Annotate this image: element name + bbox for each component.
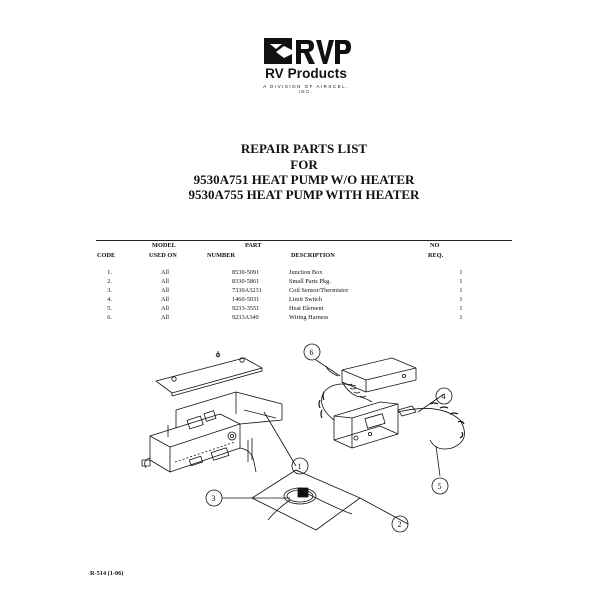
header-part: PART [245,242,262,249]
document-title-line-1: REPAIR PARTS LIST [240,141,368,156]
cell-description: Coil Sensor/Thermistor [289,287,349,294]
cell-model: All [160,278,170,285]
cell-code: 6. [107,314,112,321]
callout-1-label: 1 [298,462,302,471]
rv-products-logo: RV Products A DIVISION OF AIRXCEL, INC. [256,36,356,96]
cell-description: Junction Box [289,269,323,276]
header-req: REQ. [428,252,444,259]
cell-part-number: 1460-5031 [232,296,260,303]
cell-req: 1 [459,278,463,285]
cell-code: 1. [107,269,112,276]
document-title-line-4: 9530A755 HEAT PUMP WITH HEATER [188,187,420,202]
cell-model: All [160,314,170,321]
cell-req: 1 [459,305,463,312]
rvp-logo-mark [264,38,351,64]
document-title-line-3: 9530A751 HEAT PUMP W/O HEATER [193,172,415,187]
sensor-kit-drawing [251,469,361,531]
cell-code: 2. [107,278,112,285]
callout-4-label: 4 [442,392,446,401]
callout-1-circle [291,457,309,475]
cell-part-number: 9233A340 [232,314,259,321]
cell-code: 3. [107,287,112,294]
callout-5-circle [431,477,449,495]
cell-code: 5. [107,305,112,312]
cell-model: All [160,296,170,303]
callout-leaders [222,359,445,525]
header-description: DESCRIPTION [291,252,335,259]
cell-code: 4. [107,296,112,303]
cell-req: 1 [459,296,463,303]
header-no: NO [430,242,440,249]
cell-model: All [160,287,170,294]
document-title-line-2: FOR [290,157,318,172]
heater-element-drawing [318,357,465,450]
logo-brand-text: RV Products [265,66,347,81]
cell-req: 1 [459,269,463,276]
logo-tagline: A DIVISION OF AIRXCEL, INC. [263,84,349,94]
cell-description: Small Parts Pkg. [289,278,331,285]
callout-6-label: 6 [310,348,314,357]
callout-2-label: 2 [398,520,402,529]
header-model: MODEL [152,242,176,249]
cell-description: Heat Element [289,305,324,312]
header-number: NUMBER [207,252,235,259]
cell-part-number: 7330A3231 [232,287,262,294]
header-divider [96,240,512,241]
cell-description: Limit Switch [289,296,323,303]
cell-model: All [160,305,170,312]
cell-part-number: 8330-5861 [232,278,260,285]
callout-3-label: 3 [212,494,216,503]
header-used-on: USED ON [149,252,177,259]
cell-model: All [160,269,170,276]
junction-box-drawing [141,351,283,473]
callout-4-circle [435,387,453,405]
cell-part-number: 8530-5091 [232,269,260,276]
cell-req: 1 [459,314,463,321]
callout-5-label: 5 [438,482,442,491]
cell-part-number: 9233-3551 [232,305,260,312]
cell-req: 1 [459,287,463,294]
form-number: R-514 (1-06) [90,570,124,577]
cell-description: Wiring Harness [289,314,329,321]
callout-2-circle [391,515,409,533]
header-code: CODE [97,252,116,259]
callout-3-circle [205,489,223,507]
callout-6-circle [303,343,321,361]
